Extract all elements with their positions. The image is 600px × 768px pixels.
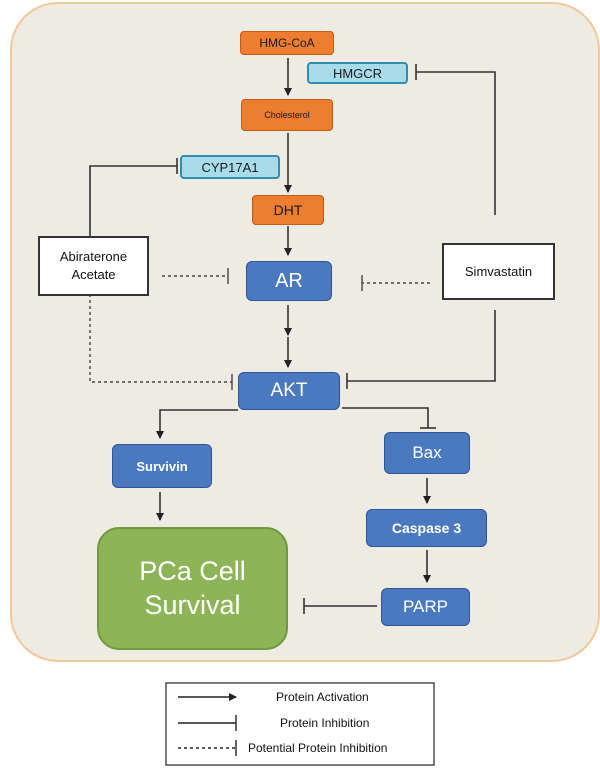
node-akt-label: AKT [270,380,308,401]
node-pca-cell-survival: PCa Cell Survival [97,527,288,650]
node-cholesterol: Cholesterol [241,99,333,131]
node-bax-label: Bax [412,443,442,462]
arrow-akt-survivin [156,409,238,439]
node-abiraterone-acetate: Abiraterone Acetate [38,236,149,296]
node-parp: PARP [381,588,470,626]
node-bax: Bax [384,432,470,474]
node-dht: DHT [252,195,324,225]
node-parp-label: PARP [402,597,449,616]
node-hmg-coa: HMG-CoA [240,31,334,55]
node-akt: AKT [238,372,340,410]
potential-abiraterone-akt [89,294,232,383]
node-pca-label-1: PCa Cell [139,555,246,586]
node-cyp17a1: CYP17A1 [180,155,280,179]
node-ar-label: AR [275,269,303,292]
node-survivin: Survivin [112,444,212,488]
node-cholesterol-label: Cholesterol [264,110,310,120]
node-simvastatin: Simvastatin [442,243,555,300]
inhibit-simvastatin-akt [347,310,496,382]
node-hmgcr: HMGCR [307,62,408,84]
legend-inhibition-label: Protein Inhibition [280,716,370,730]
node-dht-label: DHT [273,202,303,218]
legend-potential-label: Potential Protein Inhibition [248,741,388,755]
inhibit-abiraterone-cyp17a1 [89,165,177,236]
node-hmg-coa-label: HMG-CoA [259,36,315,50]
legend-activation-label: Protein Activation [276,690,369,704]
node-cyp17a1-label: CYP17A1 [201,159,259,175]
node-caspase-3: Caspase 3 [366,509,487,547]
inhibit-akt-bax [342,407,429,428]
node-caspase-3-label: Caspase 3 [391,520,462,536]
node-abiraterone-label-1: Abiraterone [59,249,128,265]
node-survivin-label: Survivin [136,458,188,474]
node-abiraterone-label-2: Acetate [71,267,116,282]
node-pca-label-2: Survival [144,589,241,620]
node-hmgcr-label: HMGCR [332,65,383,81]
node-ar: AR [246,261,332,301]
node-simvastatin-label: Simvastatin [464,264,533,279]
inhibit-simvastatin-hmgcr [416,71,496,215]
